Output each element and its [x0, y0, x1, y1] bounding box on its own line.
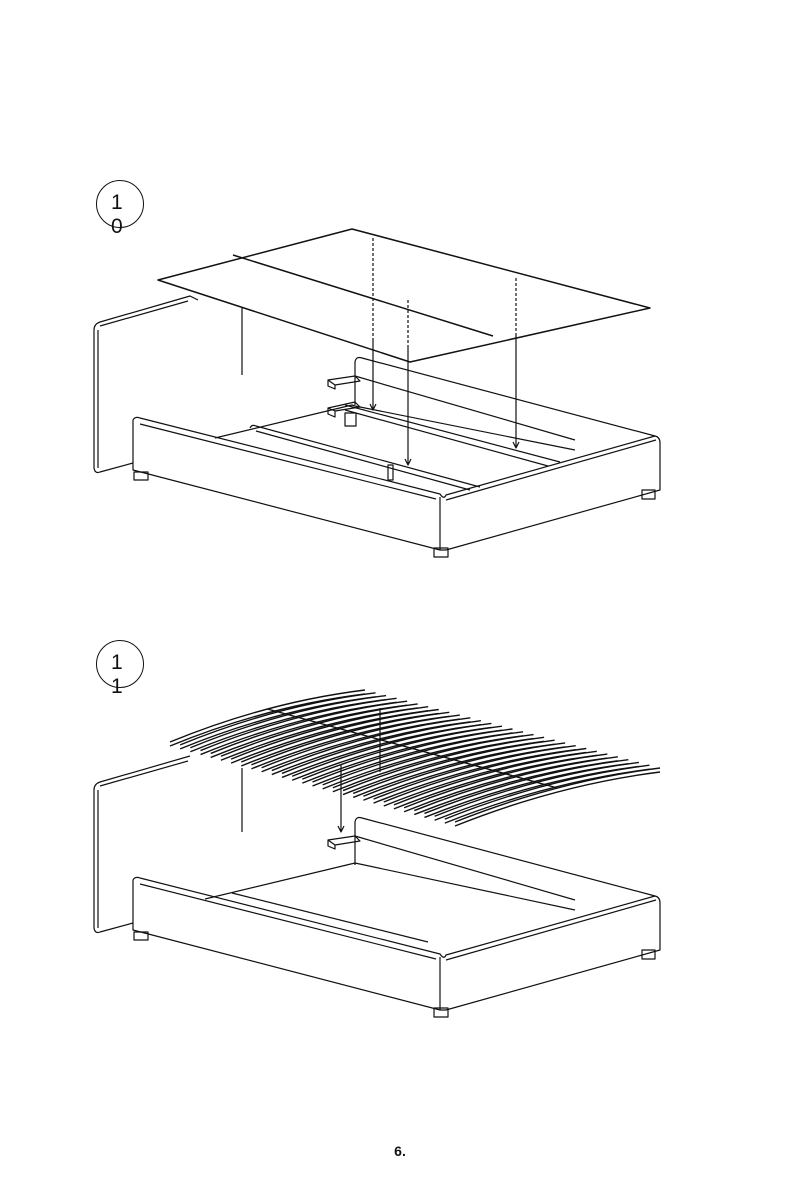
- step-10-digit-1: 1: [111, 191, 123, 214]
- slatted-frame-seam: [267, 708, 558, 789]
- step-10-illustration: [93, 228, 661, 558]
- slat: [454, 771, 661, 827]
- step-10-badge: 1 0: [96, 180, 144, 238]
- slat: [454, 767, 661, 823]
- step-10-digit-2: 0: [111, 215, 123, 238]
- placement-arrows: [369, 238, 520, 466]
- bed-frame: [93, 708, 661, 1018]
- panel-boards: [157, 228, 651, 363]
- step-11-illustration: [93, 689, 661, 1018]
- step-11-digit-2: 1: [111, 675, 123, 698]
- step-11-digit-1: 1: [111, 651, 123, 674]
- bed-frame: [93, 295, 661, 558]
- page-number: 6.: [394, 1143, 406, 1159]
- step-11-badge: 1 1: [96, 640, 144, 698]
- slatted-frame: [169, 689, 661, 827]
